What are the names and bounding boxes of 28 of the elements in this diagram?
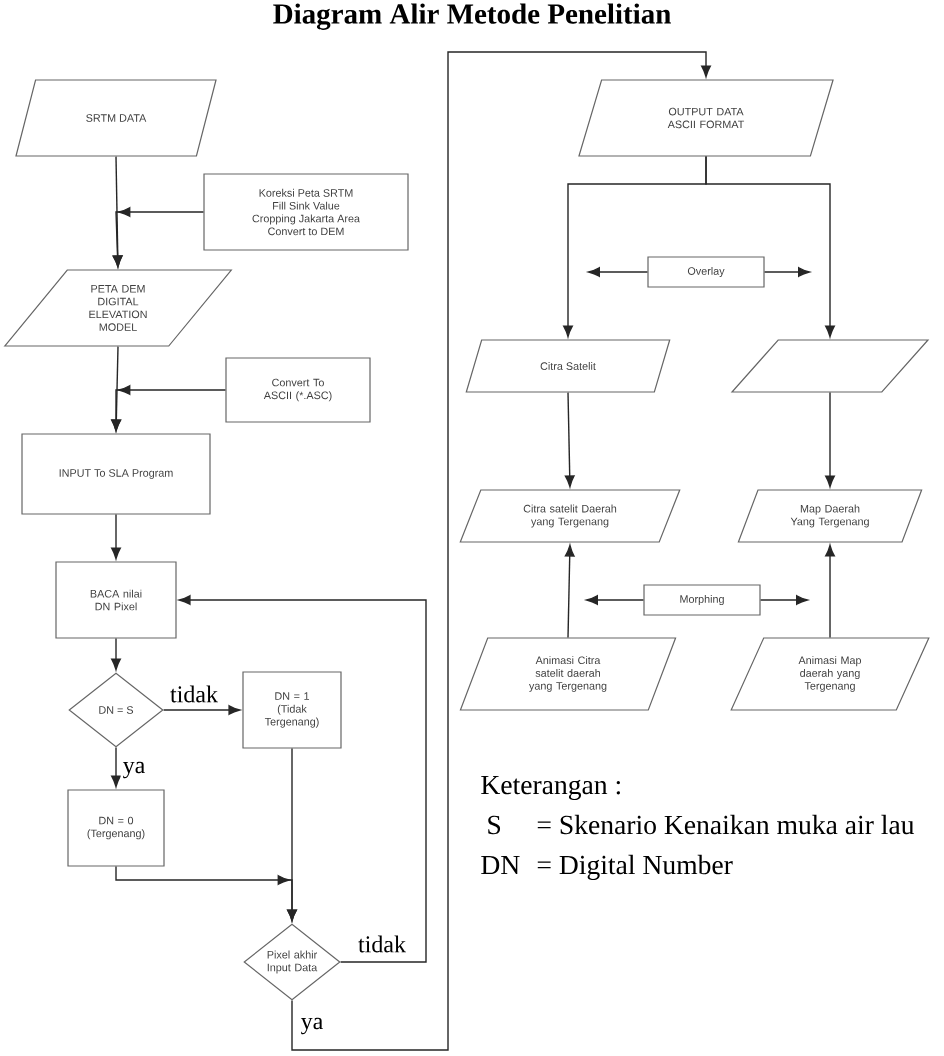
edge-label: tidak [168,683,220,705]
arrow [291,51,711,1051]
symbol-label: DN [481,855,520,875]
arrow [111,513,121,560]
definition-text: = Skenario Kenaikan muka air lau [537,814,915,835]
arrow [825,544,835,639]
edge-label: ya [120,759,148,781]
arrow [111,385,227,432]
title: Diagram Alir Metode Penelitian [273,3,671,30]
notes-heading: Keterangan : [481,775,620,800]
arrow [162,705,241,715]
arrow [111,637,121,671]
arrow [178,595,427,963]
arrow [588,267,649,277]
arrow [112,207,205,268]
arrow [705,155,835,338]
arrow [825,391,835,488]
symbol-label: S [488,815,501,835]
arrow [763,267,810,277]
arrow [115,865,297,922]
arrow [586,595,645,605]
arrow [759,595,808,605]
arrow [564,391,575,488]
definition-text: = Digital Number [537,854,733,880]
edge-label: ya [298,1015,326,1037]
edge-label: tidak [356,933,408,955]
arrow [564,544,575,639]
arrow [111,746,121,788]
